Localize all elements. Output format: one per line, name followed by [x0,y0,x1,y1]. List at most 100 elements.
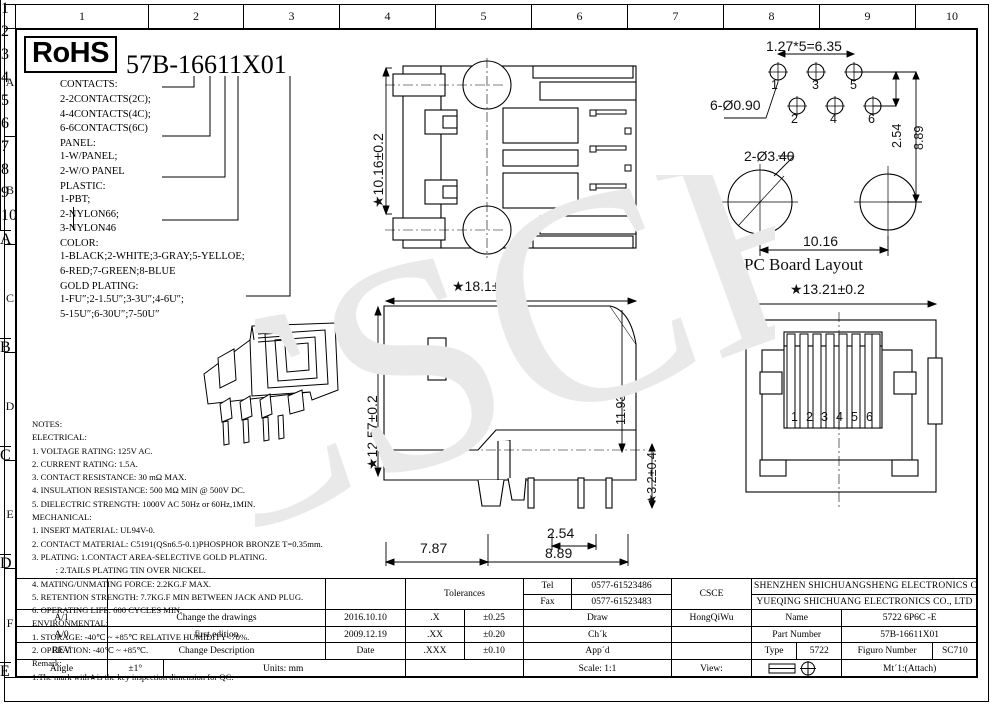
col-marker-bottom: 7 [0,138,96,161]
side-view-width-dimension-line [384,297,638,305]
row-marker-right: C [0,446,11,554]
figure-number-label: Figuro Number [841,642,933,661]
front-view-contact-label: 3 [821,410,828,424]
col-marker-top: 8 [723,5,819,28]
tolerance-xx-value: ±0.20 [464,625,524,644]
dimension-inner-height: 11.93 [614,394,628,425]
note-line: 4. INSULATION RESISTANCE: 500 MΩ MIN @ 5… [32,485,246,496]
part-number-value: 57B-16611X01 [841,625,978,644]
legend-line: 2-W/O PANEL [60,165,125,177]
row-marker-left: A [5,28,15,136]
side-view-height-dimension-line [374,305,382,478]
dimension-front-view-width: ★13.21±0.2 [790,281,865,297]
col-marker-bottom: 2 [0,23,95,46]
front-view-contact-label: 4 [836,410,843,424]
col-marker-bottom: 10 [0,207,74,230]
projection-symbol-icon [750,659,843,678]
side-view-drawing [378,305,646,509]
col-marker-top: 1 [15,5,148,28]
dimension-pcb-hole-span: 10.16 [803,233,839,249]
tel-value: 0577-61523486 [571,578,672,595]
dimension-span: 8.89 [545,545,573,561]
note-line: 3. PLATING: 1.CONTACT AREA-SELECTIVE GOL… [32,551,267,562]
bottom-dimension-lines [384,534,630,566]
row-marker-left: E [5,460,15,568]
note-line: ELECTRICAL: [32,432,87,443]
front-view-contact-label: 2 [806,410,813,424]
pcb-layout-title: PC Board Layout [744,255,863,274]
tolerances-label: Tolerances [405,577,524,611]
angle-label: Angle [15,659,108,678]
figure-number-value: SC710 [931,642,979,661]
pcb-layout-drawing [722,50,922,256]
revision-date: 2016.10.10 [325,609,406,627]
dimension-bottom-left: 7.87 [420,540,448,556]
col-marker-bottom: 5 [0,92,96,115]
note-line: 2. CURRENT RATING: 1.5A. [32,458,138,469]
top-view-height-dimension-line [382,66,392,216]
revision-cell-spacer [15,577,108,611]
legend-line: 1-PBT; [60,193,91,205]
front-view-width-dimension-line [746,300,938,308]
draw-label: Draw [523,609,672,627]
col-marker-top: 2 [148,5,243,28]
revision-id: A/1 [15,609,108,627]
pcb-pin-label: 3 [812,78,819,92]
note-line: 1. INSERT MATERIAL: UL94V-0. [32,525,155,536]
pcb-pin-label: 5 [850,78,857,92]
front-view-contact-label: 5 [851,410,858,424]
col-marker-top: 7 [627,5,723,28]
dimension-side-view-width: ★18.1±0.2 [452,278,519,294]
rohs-badge: RoHS [24,36,117,73]
legend-line: PANEL: [60,138,96,150]
row-marker-left: F [5,568,15,678]
tolerance-x-value: ±0.25 [464,609,524,627]
pcb-pin-label: 4 [830,112,837,126]
csce-logo: CSCE [671,577,752,611]
pcb-pin-label: 1 [771,78,778,92]
col-marker-bottom: 9 [0,184,96,207]
col-marker-top: 5 [435,5,531,28]
row-marker-left: C [5,244,15,352]
angle-value: ±1° [108,660,164,677]
revision-header: REV [15,642,108,661]
note-line: 3. CONTACT RESISTANCE: 30 mΩ MAX. [32,472,187,483]
check-label: Ch´k [523,625,672,644]
title-block: Tolerances Tel 0577-61523486 CSCE SHENZH… [15,577,979,678]
dimension-side-view-height: ★12.57±0.2 [364,395,380,470]
legend-line: 2-2CONTACTS(2C); [60,93,151,105]
legend-line: CONTACTS: [60,79,118,90]
legend-line: 1-FU″;2-1.5U″;3-3U″;4-6U″; [60,293,184,305]
revision-date-header: Date [325,642,406,661]
note-line: MECHANICAL: [32,512,92,523]
legend-line: 3-NYLON46 [60,223,116,235]
approve-value [671,642,752,661]
top-view-drawing [385,58,637,258]
type-value: 5722 [796,642,843,661]
row-marker-right: D [0,554,12,662]
name-label: Name [750,609,843,627]
tolerance-x-label: .X [405,609,465,627]
revision-description: first edition [107,625,326,644]
dimension-pcb-total-height: 8.89 [912,125,926,150]
revision-date: 2009.12.19 [325,625,406,644]
legend-line: 1-W/PANEL; [60,151,118,163]
part-number-label: Part Number [750,625,843,644]
pcb-pin-label: 6 [868,112,875,126]
inner-height-dimension-line [618,310,626,454]
dimension-pitch: 2.54 [547,525,575,541]
legend-line: 6-6CONTACTS(6C) [60,123,148,135]
type-label: Type [750,642,798,661]
col-marker-bottom: 4 [0,69,96,92]
col-marker-bottom: 8 [0,161,96,184]
col-marker-bottom: 6 [0,115,96,138]
dimension-pcb-pitch: 1.27*5=6.35 [766,38,842,54]
dimension-tail-height: ★3.2±0.4 [645,452,659,505]
dimension-pcb-row-pitch: 2.54 [890,123,904,148]
col-marker-top: 9 [819,5,915,28]
tail-height-dimension-line [648,442,656,510]
material-label: Mt´1:(Attach) [841,659,978,678]
note-line: 2. CONTACT MATERIAL: C5191(QSn6.5-0.1)PH… [32,538,323,549]
scale-label: Scale: 1:1 [523,659,672,678]
